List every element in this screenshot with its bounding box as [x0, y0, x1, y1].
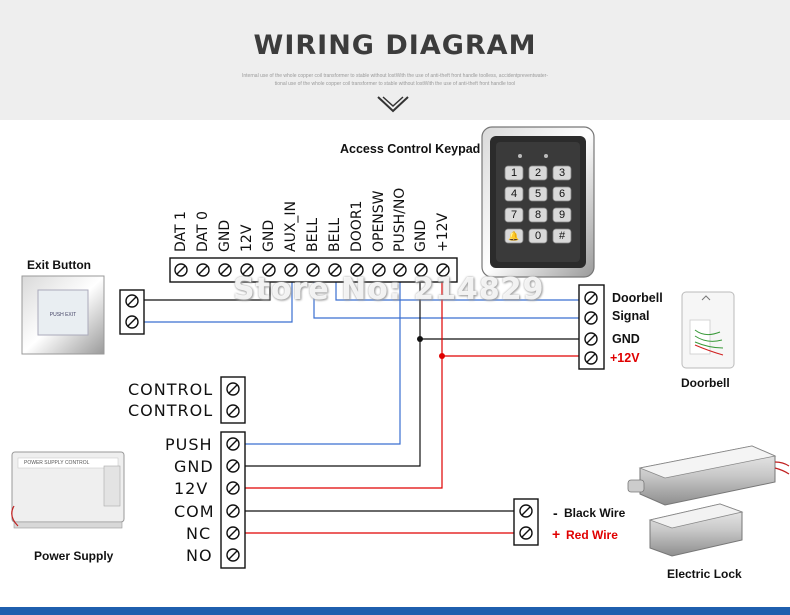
doorbell-terminal-gnd: GND — [612, 332, 640, 346]
key-5: 5 — [534, 188, 542, 200]
subtitle-line-2: tional use of the whole copper coil tran… — [274, 81, 516, 87]
ps-terminal-control-1: CONTROL — [128, 380, 214, 399]
ps-terminal-gnd: GND — [174, 457, 214, 476]
power-supply-device — [11, 451, 125, 529]
lock-terminal-block — [513, 498, 539, 546]
ps-terminal-push: PUSH — [165, 435, 213, 454]
key-2: 2 — [534, 167, 542, 179]
key-6: 6 — [558, 188, 566, 200]
terminal-label-dat0: DAT 0 — [195, 211, 211, 252]
key-3: 3 — [558, 167, 566, 179]
doorbell-device — [681, 291, 735, 369]
terminal-label-aux-in: AUX_IN — [283, 200, 299, 252]
key-7: 7 — [510, 209, 518, 221]
ps-terminal-nc: NC — [186, 524, 212, 543]
terminal-label-plus12v: +12V — [435, 212, 451, 252]
ps-terminal-com: COM — [174, 502, 215, 521]
electric-lock-device — [627, 445, 790, 557]
ps-terminal-control-2: CONTROL — [128, 401, 214, 420]
electric-lock-label: Electric Lock — [667, 567, 742, 581]
key-0: 0 — [534, 230, 542, 242]
terminal-label-12v: 12V — [239, 224, 255, 252]
terminal-label-opensw: OPENSW — [371, 190, 387, 252]
chevron-down-icon — [377, 96, 409, 113]
header-band: WIRING DIAGRAM Internal use of the whole… — [0, 0, 790, 120]
black-wire-label: Black Wire — [564, 506, 626, 520]
terminal-label-bell-2: BELL — [327, 217, 343, 252]
terminal-label-dat1: DAT 1 — [173, 211, 189, 252]
key-1: 1 — [510, 167, 518, 179]
red-wire-sign: + — [552, 526, 561, 542]
doorbell-terminal-block — [578, 284, 605, 370]
svg-text:PUSH EXIT: PUSH EXIT — [50, 312, 76, 318]
terminal-label-gnd-3: GND — [413, 219, 429, 252]
doorbell-label: Doorbell — [681, 376, 730, 390]
key-hash: # — [558, 230, 566, 242]
exit-button-device: PUSH EXIT — [21, 275, 105, 355]
terminal-label-gnd-1: GND — [217, 219, 233, 252]
exit-button-terminal-block — [119, 289, 145, 335]
access-keypad-device — [481, 126, 595, 278]
subtitle-line-1: Internal use of the whole copper coil tr… — [242, 73, 548, 79]
key-4: 4 — [510, 188, 518, 200]
terminal-label-push-no: PUSH/NO — [392, 187, 408, 252]
terminal-label-bell-1: BELL — [305, 217, 321, 252]
doorbell-terminal-12v: +12V — [610, 351, 640, 365]
page-title: WIRING DIAGRAM — [253, 30, 537, 61]
terminal-label-door1: DOOR1 — [349, 200, 365, 252]
power-supply-wires — [240, 270, 520, 534]
ps-panel-text: POWER SUPPLY CONTROL — [24, 460, 90, 466]
top-terminal-block — [169, 257, 458, 283]
power-supply-label: Power Supply — [34, 549, 114, 563]
store-watermark: Store No: 214829 — [233, 272, 545, 307]
exit-button-label: Exit Button — [27, 258, 91, 272]
keypad-label: Access Control Keypad — [340, 142, 481, 156]
control-terminal-block — [220, 376, 246, 424]
bottom-accent-bar — [0, 607, 790, 615]
doorbell-terminal-doorbell: Doorbell — [612, 291, 663, 305]
key-8: 8 — [534, 209, 542, 221]
black-wire-sign: - — [553, 505, 558, 521]
bell-key-icon: 🔔 — [508, 231, 520, 241]
key-9: 9 — [558, 209, 566, 221]
power-supply-terminal-block — [220, 431, 246, 569]
red-wire-label: Red Wire — [566, 528, 618, 542]
terminal-label-gnd-2: GND — [261, 219, 277, 252]
ps-terminal-12v: 12V — [174, 479, 209, 498]
ps-terminal-no: NO — [186, 546, 213, 565]
doorbell-terminal-signal: Signal — [612, 309, 650, 323]
